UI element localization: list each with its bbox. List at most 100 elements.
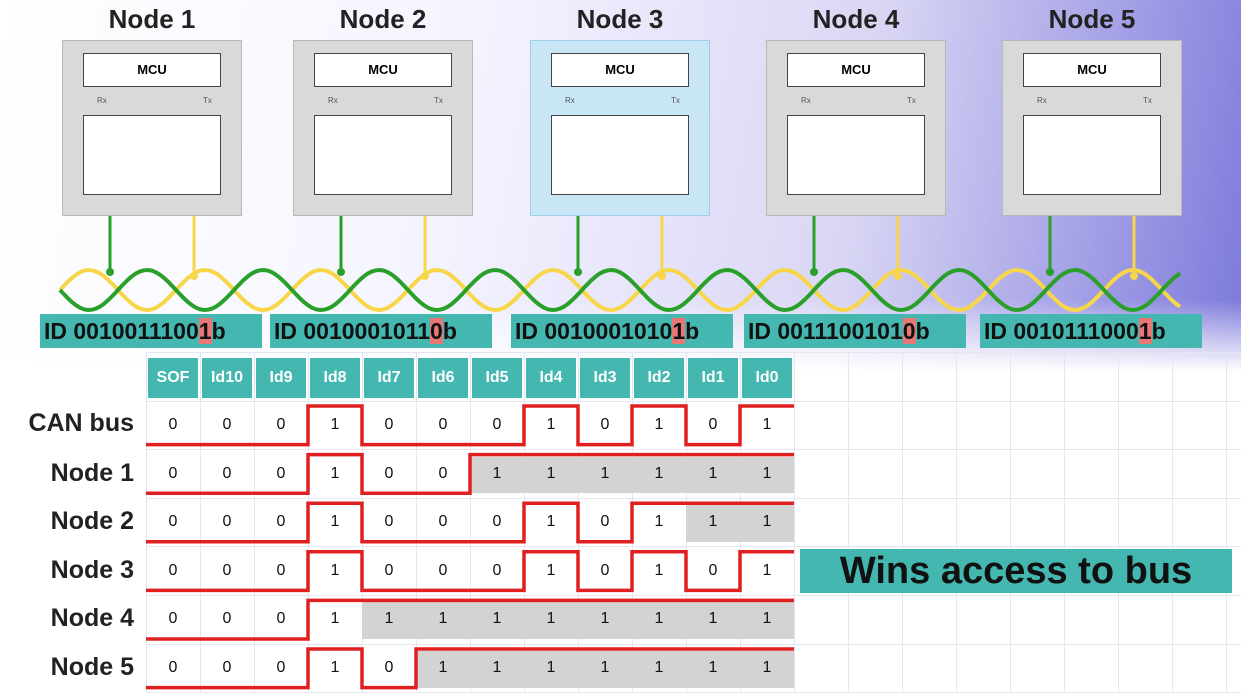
id-suffix: b [442,318,457,344]
lost-arbitration-cell [686,456,740,494]
id-last-bit: 1 [1138,318,1152,344]
node-5-can-h-junction [1046,268,1054,276]
lost-arbitration-cell [632,602,686,639]
lost-arbitration-cell [686,602,740,639]
bit-value: 1 [708,610,718,628]
node-5-id-label: ID 00101110001b [980,314,1202,348]
row-label-can-bus: CAN bus [28,409,134,437]
bit-value: 1 [762,464,772,482]
grid-line [146,595,1241,596]
bit-value: 0 [168,610,178,628]
node-4-can-h-junction [810,268,818,276]
lost-arbitration-cell [740,602,794,639]
node-4-mcu: MCU [787,53,925,87]
header-id6: Id6 [418,358,468,398]
grid-line [200,352,201,692]
header-id0: Id0 [742,358,792,398]
lost-arbitration-cell [470,602,524,639]
bit-value: 1 [492,659,502,676]
lost-arbitration-cell [362,602,416,639]
bit-value: 1 [762,610,772,628]
bit-value: 1 [546,513,556,531]
header-id8: Id8 [310,358,360,398]
bit-value: 0 [168,561,178,579]
id-prefix: ID 0010011100 [44,318,199,344]
node-5-tx-label: Tx [1143,96,1152,105]
bit-value: 0 [600,416,610,433]
header-id7: Id7 [364,358,414,398]
bit-value: 1 [654,659,664,676]
bit-value: 1 [546,610,556,628]
node-3-transceiver [551,115,689,195]
bit-value: 1 [546,416,556,433]
node-3-tx-label: Tx [671,96,680,105]
id-prefix: ID 0011100101 [748,318,903,344]
grid-line [902,352,903,692]
bit-value: 0 [276,659,286,676]
header-id1: Id1 [688,358,738,398]
node-4-id-label: ID 00111001010b [744,314,966,348]
grid-line [416,352,417,692]
bit-value: 1 [492,464,502,482]
node-3-id-label: ID 00100010101b [511,314,733,348]
node-3-box: MCU Rx Tx [530,40,710,216]
lost-arbitration-cell [740,505,794,542]
id-last-bit: 1 [198,318,212,344]
grid-line [1064,352,1065,692]
node-4-transceiver [787,115,925,195]
grid-line [146,352,147,692]
grid-line [848,352,849,692]
node-4-rx-label: Rx [801,96,811,105]
can-low-wire [58,267,1182,313]
lost-arbitration-cell [578,602,632,639]
grid-line [146,449,1241,451]
bit-value: 0 [438,464,448,482]
bit-value: 1 [762,659,772,676]
grid-line [146,497,1241,499]
lost-arbitration-cell [632,456,686,494]
node-1-can-l-junction [190,272,198,280]
signal-trace [146,598,794,641]
node-2-can-l-junction [421,272,429,280]
bit-value: 0 [492,561,502,579]
bit-value: 1 [600,610,610,628]
lost-arbitration-cell [686,651,740,688]
bit-value: 1 [654,561,664,579]
bit-value: 1 [762,416,772,433]
node-4-tx-label: Tx [907,96,916,105]
node-3-can-l-junction [658,272,666,280]
bit-value: 1 [654,464,664,482]
bit-value: 0 [492,416,502,433]
node-5-box: MCU Rx Tx [1002,40,1182,216]
bit-value: 0 [600,513,610,531]
id-last-bit: 0 [430,318,443,344]
bit-value: 1 [762,561,772,579]
lost-arbitration-cell [470,651,524,688]
bit-value: 1 [330,659,340,676]
grid-line [1010,352,1011,692]
bit-value: 0 [222,416,232,433]
grid-line [1172,352,1173,692]
node-2-id-label: ID 00100010110b [270,314,492,348]
signal-trace [146,647,794,690]
bit-value: 1 [330,416,340,433]
bit-value: 1 [492,610,502,628]
bit-value: 0 [600,561,610,579]
grid-line [146,546,1241,548]
bit-value: 1 [600,464,610,482]
node-1-can-h-junction [106,268,114,276]
lost-arbitration-cell [740,651,794,688]
bit-value: 1 [708,513,718,531]
id-last-bit: 0 [902,318,916,344]
bit-value: 0 [276,610,286,628]
bit-value: 0 [708,416,718,433]
bit-value: 0 [222,610,232,628]
lost-arbitration-cell [524,651,578,688]
row-label-node-5: Node 5 [50,653,134,681]
bit-value: 1 [438,659,448,676]
node-2-title: Node 2 [339,4,427,34]
node-1-rx-label: Rx [97,96,107,105]
header-id2: Id2 [634,358,684,398]
header-id5: Id5 [472,358,522,398]
